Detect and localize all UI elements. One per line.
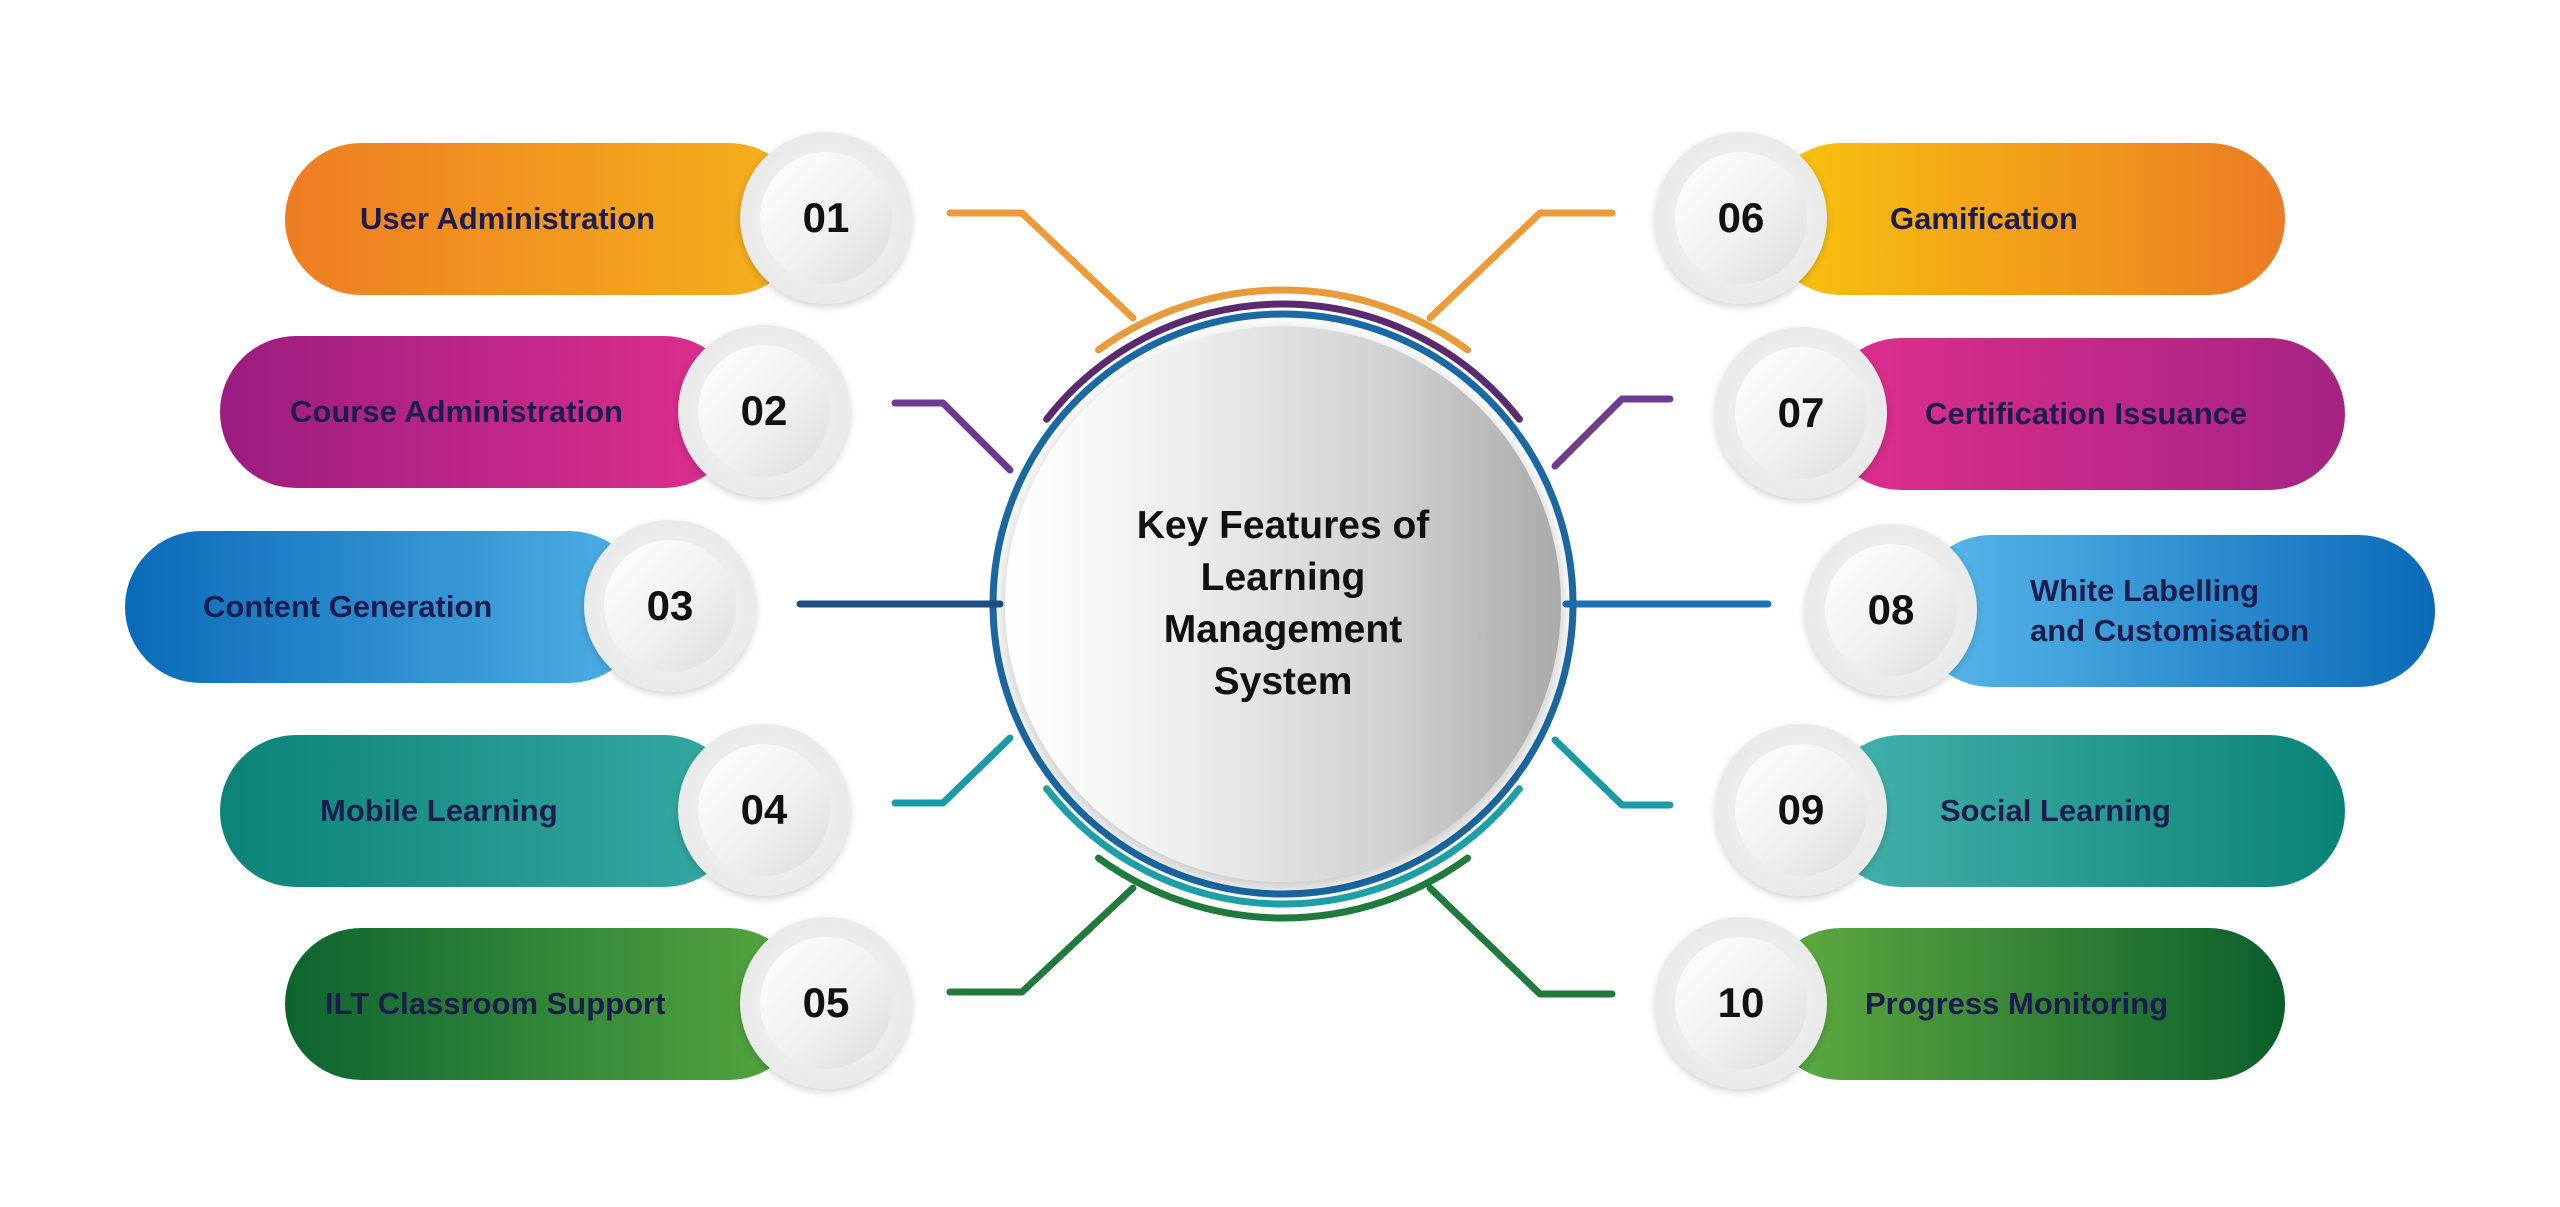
feature-number-badge-03: 03: [584, 520, 756, 692]
feature-pill-06: Gamification: [1765, 143, 2285, 295]
ring-arc-bottom-outer: [1094, 854, 1472, 922]
connector-line-07: [1551, 395, 1674, 470]
feature-number-01: 01: [760, 152, 892, 284]
feature-number-badge-06: 06: [1655, 132, 1827, 304]
feature-number-badge-07: 07: [1715, 327, 1887, 499]
connector-line-05: [946, 884, 1137, 996]
connector-line-02: [891, 399, 1014, 474]
feature-label-07: Certification Issuance: [1925, 396, 2248, 431]
feature-label-06: Gamification: [1890, 201, 2078, 236]
connector-line-01: [946, 209, 1137, 322]
feature-pill-10: Progress Monitoring: [1765, 928, 2285, 1080]
center-circle: Key Features of Learning Management Syst…: [1005, 326, 1561, 882]
feature-number-08: 08: [1825, 544, 1957, 676]
ring-arc-bottom-inner: [989, 600, 1577, 898]
feature-number-badge-02: 02: [678, 325, 850, 497]
ring-arc-top-outer: [1094, 286, 1472, 354]
feature-number-badge-08: 08: [1805, 524, 1977, 696]
feature-number-badge-10: 10: [1655, 917, 1827, 1089]
feature-label-10: Progress Monitoring: [1865, 986, 2169, 1021]
feature-label-03: Content Generation: [203, 589, 493, 624]
feature-label-05: ILT Classroom Support: [325, 986, 666, 1021]
connector-line-09: [1551, 736, 1674, 809]
ring-arc-bottom-middle: [1043, 785, 1523, 908]
feature-number-10: 10: [1675, 937, 1807, 1069]
feature-number-02: 02: [698, 345, 830, 477]
feature-label-08: White Labelling and Customisation: [2030, 573, 2310, 648]
connector-line-06: [1426, 209, 1616, 322]
feature-pill-08: White Labelling and Customisation: [1915, 535, 2435, 687]
feature-number-03: 03: [604, 540, 736, 672]
connector-line-10: [1426, 884, 1616, 998]
feature-label-01: User Administration: [360, 201, 656, 236]
feature-pill-07: Certification Issuance: [1825, 338, 2345, 490]
feature-label-09: Social Learning: [1940, 793, 2171, 828]
connector-line-04: [891, 734, 1014, 807]
feature-label-02: Course Administration: [290, 394, 623, 429]
feature-pill-05: ILT Classroom Support: [285, 928, 805, 1080]
feature-number-badge-01: 01: [740, 132, 912, 304]
ring-arc-top-middle: [1043, 300, 1523, 423]
feature-number-badge-09: 09: [1715, 724, 1887, 896]
feature-pill-04: Mobile Learning: [220, 735, 740, 887]
feature-pill-02: Course Administration: [220, 336, 740, 488]
feature-number-badge-04: 04: [678, 724, 850, 896]
feature-number-09: 09: [1735, 744, 1867, 876]
feature-number-06: 06: [1675, 152, 1807, 284]
feature-number-04: 04: [698, 744, 830, 876]
ring-arc-top-inner: [989, 310, 1577, 608]
feature-number-badge-05: 05: [740, 917, 912, 1089]
feature-pill-03: Content Generation: [125, 531, 645, 683]
center-title: Key Features of Learning Management Syst…: [1136, 504, 1430, 703]
feature-label-04: Mobile Learning: [320, 793, 558, 828]
feature-pill-01: User Administration: [285, 143, 805, 295]
feature-number-05: 05: [760, 937, 892, 1069]
feature-number-07: 07: [1735, 347, 1867, 479]
feature-pill-09: Social Learning: [1825, 735, 2345, 887]
